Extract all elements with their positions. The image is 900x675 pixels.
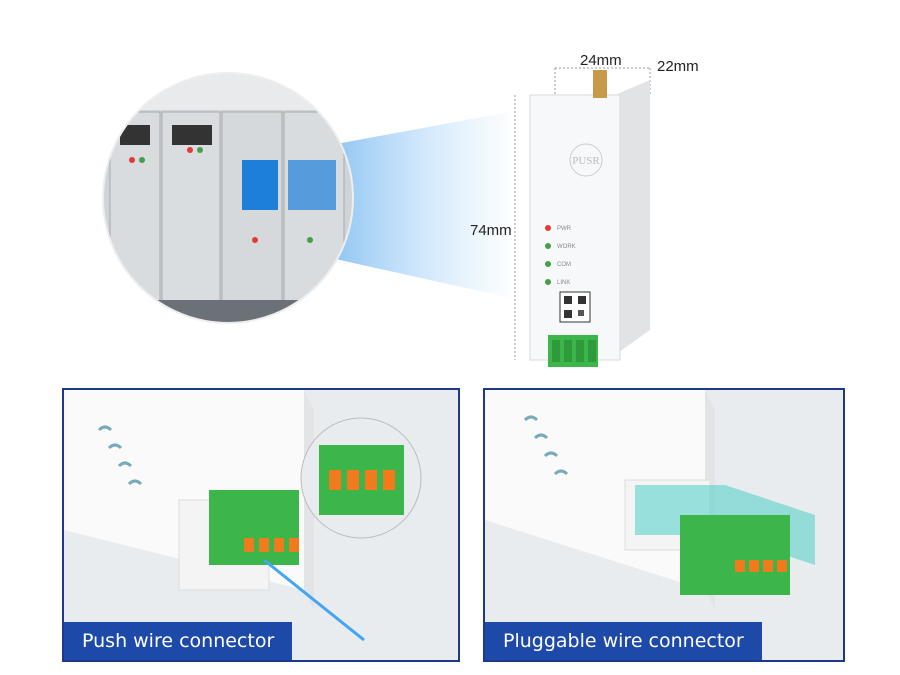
height-dimension: 74mm <box>470 222 512 239</box>
push-connector <box>209 490 299 565</box>
depth-dimension: 22mm <box>657 58 699 75</box>
push-wire-panel: Push wire connector <box>62 388 460 662</box>
antenna-connector <box>593 70 607 98</box>
pwr-led <box>545 225 551 231</box>
svg-text:WORK: WORK <box>557 244 576 250</box>
device-body: PUSR PWR WORK COM LINK <box>529 70 650 367</box>
svg-text:PWR: PWR <box>557 226 572 232</box>
pluggable-connector <box>680 515 790 595</box>
svg-text:COM: COM <box>557 262 571 268</box>
work-led <box>545 243 551 249</box>
pluggable-wire-panel: Pluggable wire connector <box>483 388 845 662</box>
push-connector-illustration <box>64 390 422 642</box>
width-dimension: 24mm <box>580 52 622 69</box>
com-led <box>545 261 551 267</box>
pluggable-connector-illustration <box>485 390 815 610</box>
pluggable-wire-caption: Pluggable wire connector <box>485 622 762 660</box>
brand-logo: PUSR <box>572 155 600 167</box>
brand-logo-circle <box>569 143 603 177</box>
cabinet-illustration: PUSR PWR WORK COM LINK <box>102 67 651 367</box>
svg-text:LINK: LINK <box>557 280 570 286</box>
push-wire-caption: Push wire connector <box>64 622 293 660</box>
link-led <box>545 279 551 285</box>
